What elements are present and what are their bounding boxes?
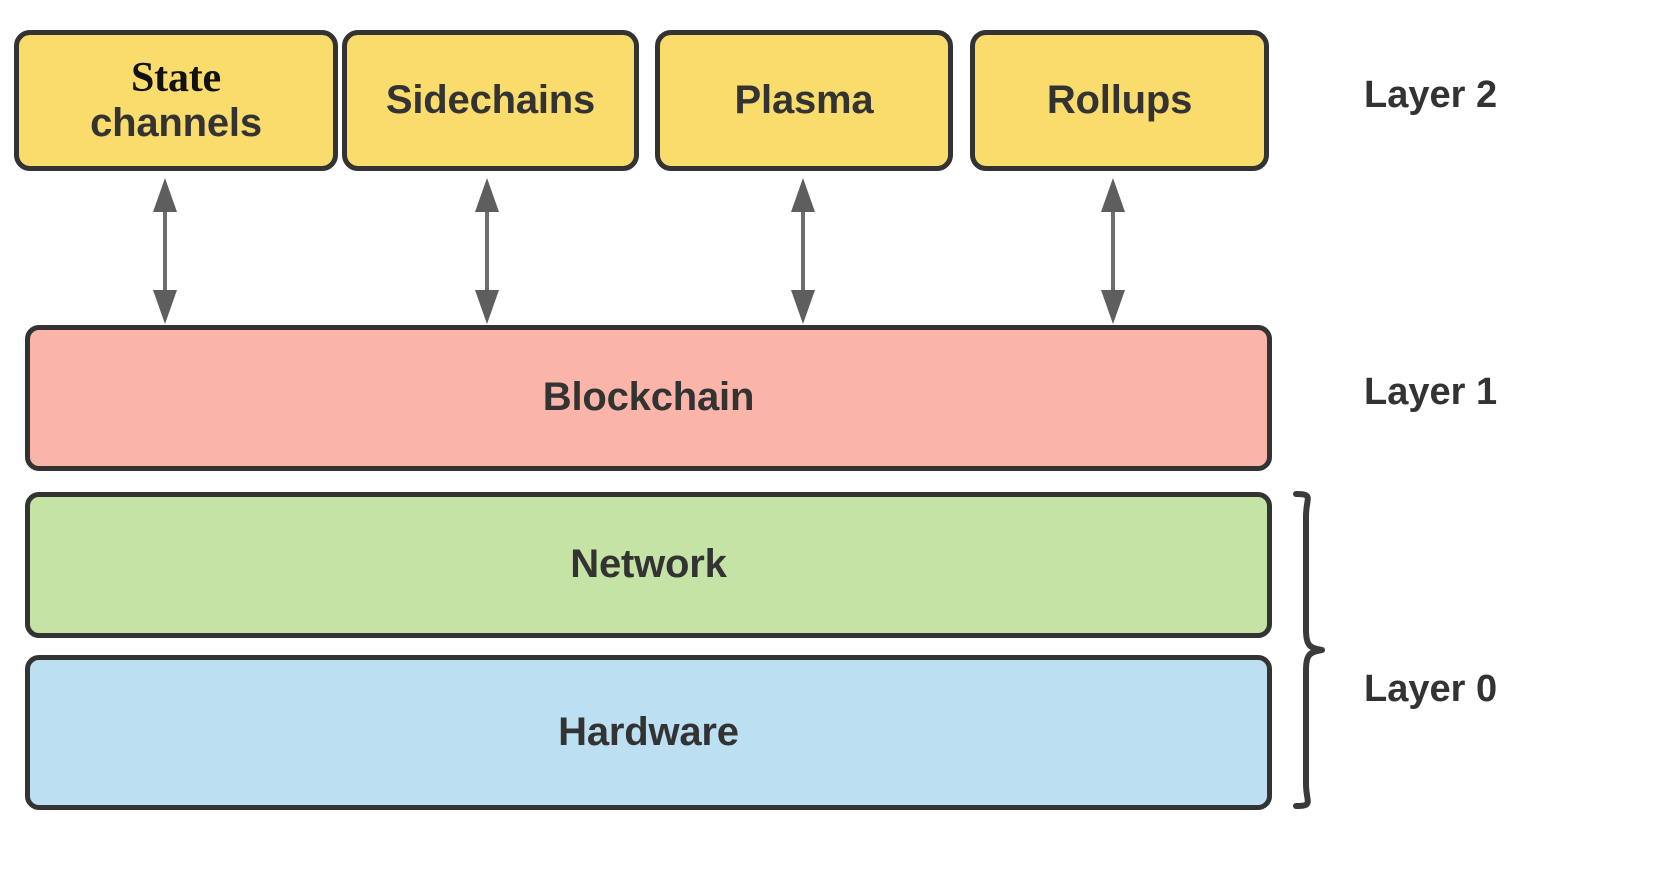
caption-layer-1: Layer 1 (1364, 371, 1498, 413)
node-label: Plasma (734, 77, 874, 122)
caption-layer-0: Layer 0 (1364, 668, 1498, 710)
arrow-state-channels-to-blockchain (153, 178, 177, 324)
state-channels-line-2: channels (90, 100, 262, 145)
node-label: State channels (90, 55, 262, 145)
node-label: Hardware (558, 709, 739, 754)
caption-layer-2: Layer 2 (1364, 74, 1498, 116)
node-network[interactable]: Network (25, 492, 1272, 638)
arrow-plasma-to-blockchain (791, 178, 815, 324)
node-label: Sidechains (385, 77, 596, 122)
node-label: Blockchain (542, 375, 755, 420)
node-state-channels[interactable]: State channels (14, 30, 338, 171)
arrow-sidechains-to-blockchain (475, 178, 499, 324)
node-label: Rollups (1046, 77, 1193, 122)
node-hardware[interactable]: Hardware (25, 655, 1272, 810)
node-blockchain[interactable]: Blockchain (25, 325, 1272, 471)
node-plasma[interactable]: Plasma (655, 30, 953, 171)
arrow-rollups-to-blockchain (1101, 178, 1125, 324)
node-label: Network (570, 542, 727, 587)
layer0-group-brace (1293, 491, 1325, 809)
node-sidechains[interactable]: Sidechains (342, 30, 639, 171)
state-channels-line-1: State (131, 55, 221, 102)
node-rollups[interactable]: Rollups (970, 30, 1269, 171)
